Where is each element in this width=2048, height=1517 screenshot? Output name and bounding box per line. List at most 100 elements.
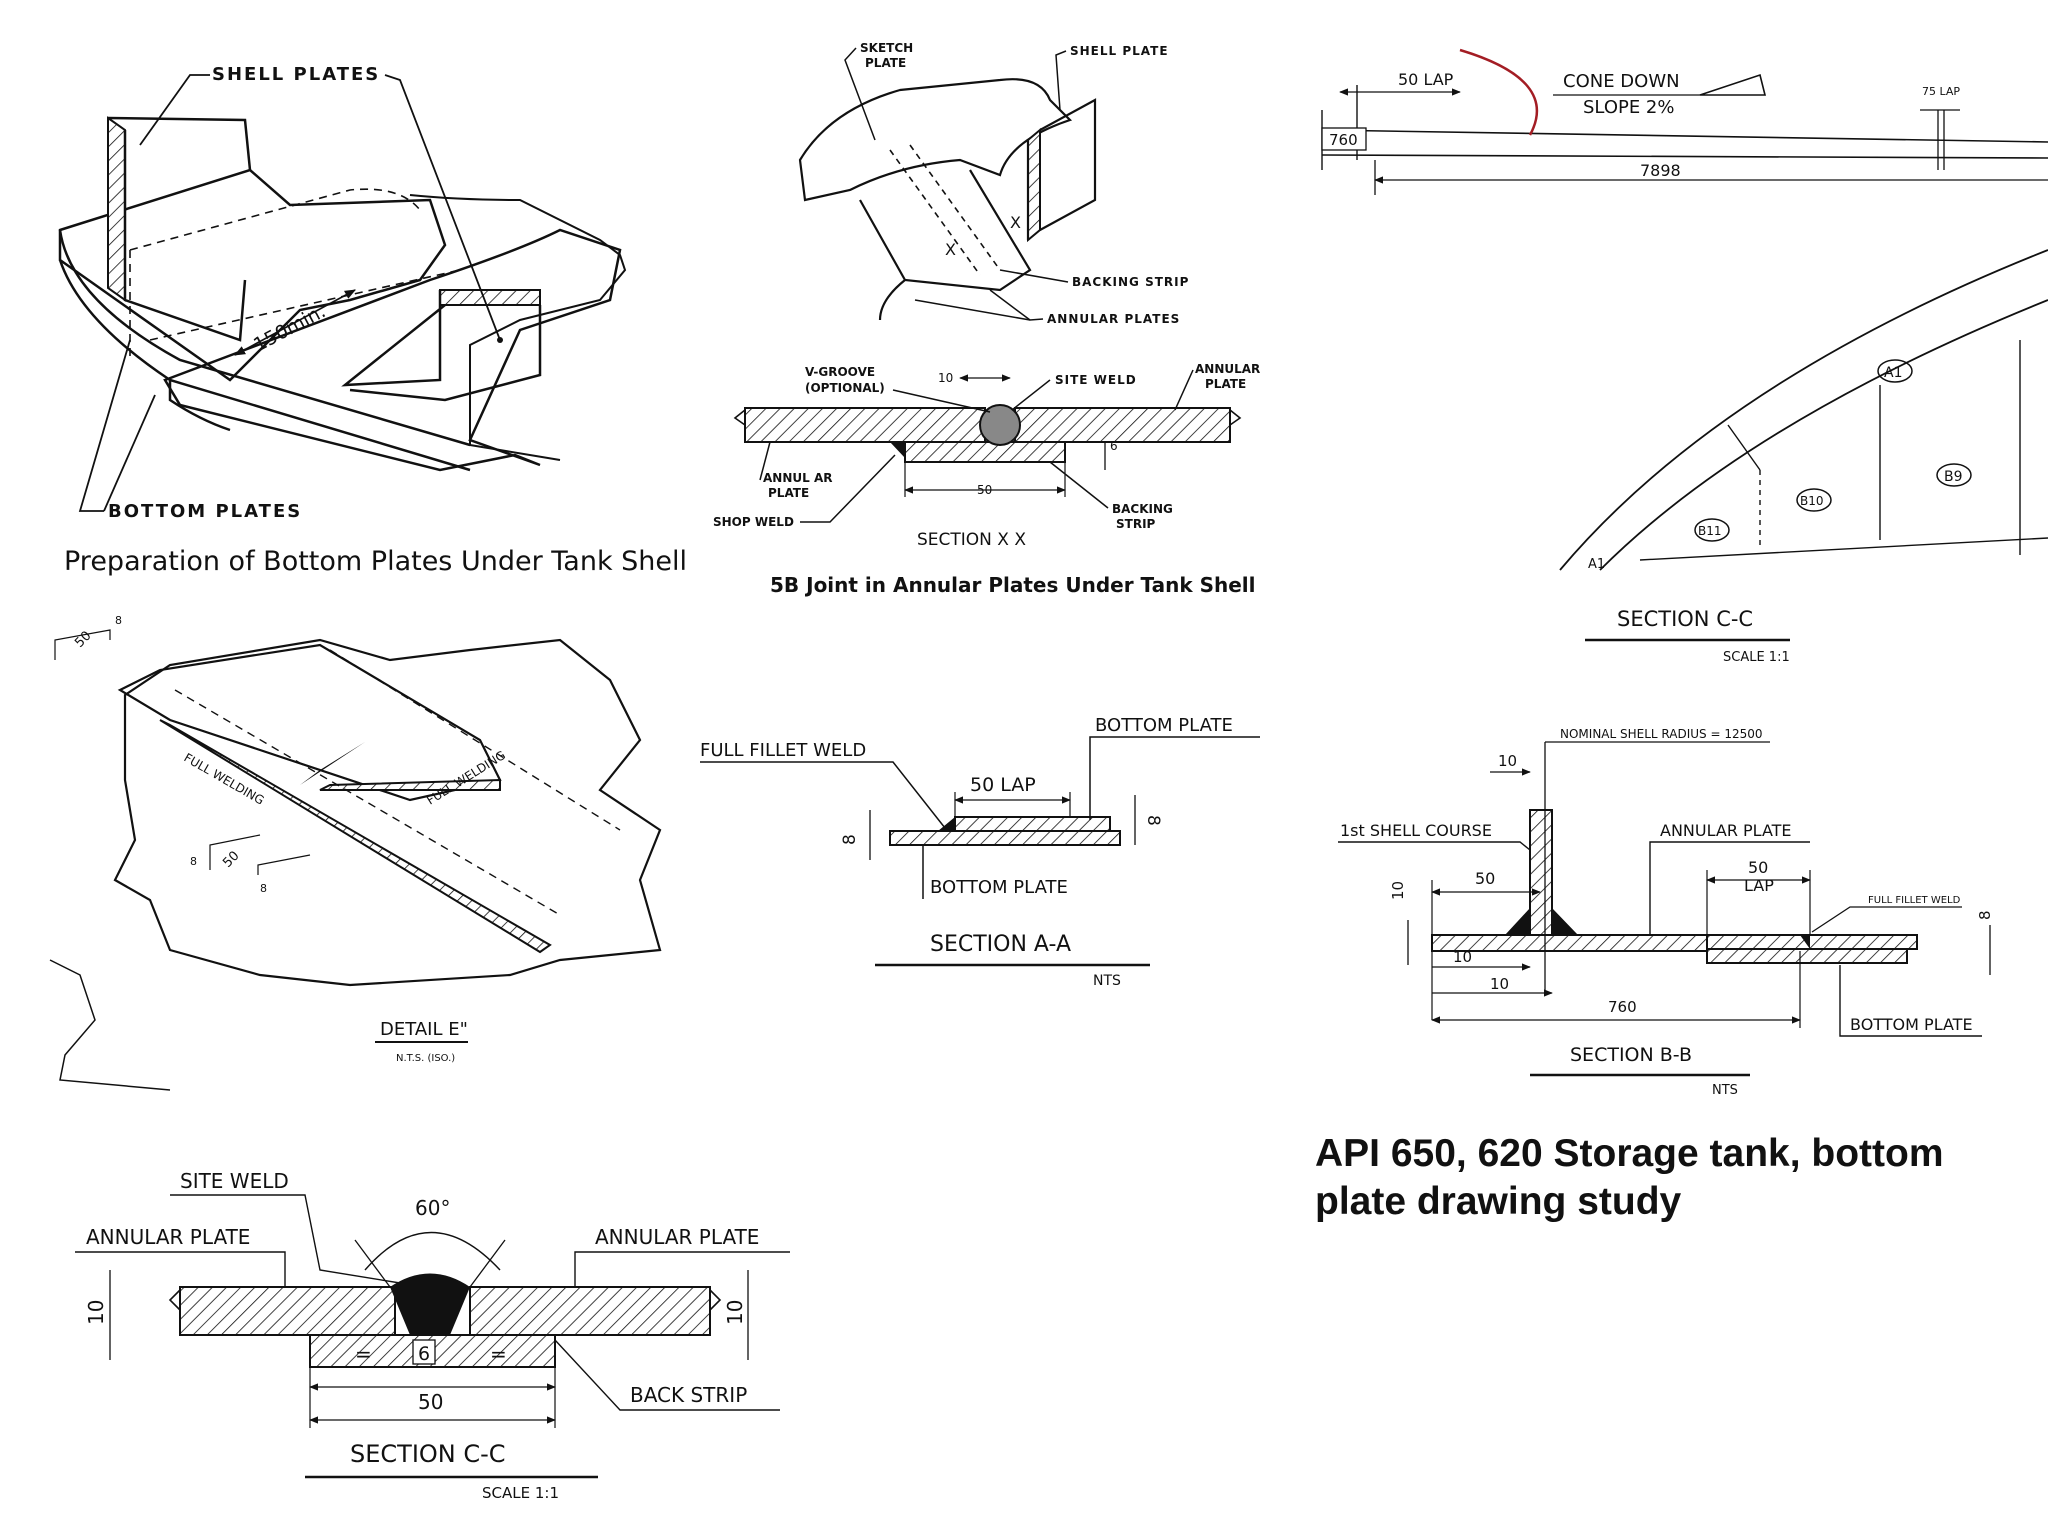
dim-150-line xyxy=(234,289,356,356)
fig-5b: X X SKETCH PLATE SHELL PLATE BACKING STR… xyxy=(713,41,1260,597)
detail-e-note: N.T.S. (ISO.) xyxy=(396,1053,455,1064)
plate-b10: B10 xyxy=(1800,494,1824,508)
detail-e: FULL WELDING FULL WELDING 50 8 8 50 8 DE… xyxy=(49,614,662,1091)
label-annular-plate-l2: PLATE xyxy=(768,486,809,500)
bb-dim-760: 760 xyxy=(1608,998,1637,1016)
label-annular-plates: ANNULAR PLATES xyxy=(1047,312,1180,326)
section-bb: NOMINAL SHELL RADIUS = 12500 10 1st SHEL… xyxy=(1338,727,1994,1098)
section-cc-top-scale: SCALE 1:1 xyxy=(1723,650,1790,665)
bb-fillet-left xyxy=(1505,908,1530,935)
cc-annular-right xyxy=(469,1286,711,1336)
aa-fillet xyxy=(938,817,955,831)
dim-6-xx: 6 xyxy=(1110,439,1118,453)
cc-site-weld-label: SITE WELD xyxy=(180,1169,289,1193)
detail-e-plate-outline xyxy=(113,638,662,987)
label-annular-plate-r2: PLATE xyxy=(1205,377,1246,391)
caption-iso-prep: Preparation of Bottom Plates Under Tank … xyxy=(64,546,687,577)
cc-dim-6: 6 xyxy=(418,1343,430,1365)
backing-strip-xx xyxy=(904,441,1066,463)
section-cc-bottom: SITE WELD 60° ANNULAR PLATE ANNULAR PLAT… xyxy=(75,1169,790,1502)
document-title: API 650, 620 Storage tank, bottom plate … xyxy=(1315,1132,1944,1223)
bb-lap-label: LAP xyxy=(1744,876,1774,895)
aa-dim-8-left: 8 xyxy=(840,834,860,845)
dim-50-b: 50 xyxy=(220,849,242,871)
bb-dim-10a: 10 xyxy=(1453,948,1472,966)
plate-b11: B11 xyxy=(1698,524,1722,538)
section-aa: FULL FILLET WELD BOTTOM PLATE 50 LAP 8 8… xyxy=(700,715,1260,989)
bottom-plate-edge xyxy=(58,229,471,472)
aa-bottom-plate-top-label: BOTTOM PLATE xyxy=(1095,715,1233,736)
label-annular-plate-l1: ANNUL AR xyxy=(763,471,832,485)
bottom-plate-large xyxy=(163,228,622,472)
cc-eq-2: = xyxy=(490,1342,507,1366)
bb-first-shell-label: 1st SHELL COURSE xyxy=(1340,821,1492,840)
label-sketch-plate-2: PLATE xyxy=(865,56,906,70)
bb-bottom-plate xyxy=(1706,934,1918,950)
shell-plate-iso xyxy=(1027,127,1041,243)
plate-a1: A1 xyxy=(1884,365,1902,381)
cc-dim-50: 50 xyxy=(418,1390,443,1414)
bb-annular-label: ANNULAR PLATE xyxy=(1660,821,1792,840)
slope-triangle xyxy=(1699,73,1767,96)
detail-e-title: DETAIL E" xyxy=(380,1019,468,1040)
label-bottom-plates: BOTTOM PLATES xyxy=(108,501,302,522)
bb-dim-10-left: 10 xyxy=(1389,881,1407,900)
cc-annular-right-label: ANNULAR PLATE xyxy=(595,1225,759,1249)
lap-50-label: 50 LAP xyxy=(1398,70,1454,89)
detail-e-band-2 xyxy=(319,778,501,791)
detail-e-fillet xyxy=(300,742,365,785)
backing-strip-iso xyxy=(889,144,1001,276)
dim-760-top: 760 xyxy=(1329,131,1358,149)
bb-fillet-right xyxy=(1552,908,1578,935)
cone-arc xyxy=(1459,48,1539,136)
label-sketch-plate: SKETCH xyxy=(860,41,913,55)
annular-plate-right-xx xyxy=(1014,407,1231,443)
aa-full-fillet-label: FULL FILLET WELD xyxy=(700,740,866,761)
label-vgroove: V-GROOVE xyxy=(805,365,875,379)
shell-plate-left xyxy=(107,116,126,302)
shell-plate-right-face xyxy=(341,290,542,402)
plate-b9: B9 xyxy=(1944,469,1963,485)
sketch-plate xyxy=(798,78,1073,202)
bb-radius-note: NOMINAL SHELL RADIUS = 12500 xyxy=(1560,727,1763,741)
label-shell-plates: SHELL PLATES xyxy=(212,64,380,85)
bb-dim-50: 50 xyxy=(1475,869,1495,888)
aa-dim-8-right: 8 xyxy=(1143,815,1163,826)
cone-down-label: CONE DOWN xyxy=(1563,71,1680,92)
iso-bottom-plates-figure: 150min. SHELL PLATES BOTTOM PLATES Prepa… xyxy=(58,64,687,577)
bb-full-fillet-label: FULL FILLET WELD xyxy=(1868,895,1961,906)
cc-dim-10-right: 10 xyxy=(723,1300,747,1325)
dim-8-c: 8 xyxy=(260,882,267,895)
bb-shell-course xyxy=(1529,809,1553,936)
section-xx-title: SECTION X X xyxy=(917,530,1026,550)
leader-shell-1 xyxy=(139,74,210,146)
bb-title: SECTION B-B xyxy=(1570,1044,1692,1066)
shell-plate-right xyxy=(439,289,541,306)
bb-bottom-plate-lower xyxy=(1706,948,1908,964)
x-mark-2: X xyxy=(1010,213,1021,232)
label-site-weld-xx: SITE WELD xyxy=(1055,373,1137,387)
cc-scale: SCALE 1:1 xyxy=(482,1484,559,1502)
leader-bottom-1 xyxy=(78,339,131,512)
cc-dim-10-left: 10 xyxy=(84,1300,108,1325)
label-shop-weld: SHOP WELD xyxy=(713,515,794,529)
slope-label: SLOPE 2% xyxy=(1583,97,1675,118)
aa-bottom-plate-bottom-label: BOTTOM PLATE xyxy=(930,877,1068,898)
dim-8-b: 8 xyxy=(190,855,197,868)
section-cc-top-title: SECTION C-C xyxy=(1617,607,1753,631)
shop-weld-xx xyxy=(890,442,905,458)
detail-e-band-1 xyxy=(159,719,552,954)
site-weld-bead xyxy=(979,404,1021,446)
annular-plate-iso xyxy=(859,169,1032,321)
aa-top-plate xyxy=(954,816,1111,832)
aa-nts: NTS xyxy=(1093,973,1121,989)
bb-dim-10b: 10 xyxy=(1490,975,1509,993)
label-backing-strip-xx-2: STRIP xyxy=(1116,517,1156,531)
bb-nts: NTS xyxy=(1712,1083,1738,1098)
cc-angle-label: 60° xyxy=(415,1196,450,1220)
full-welding-2: FULL WELDING xyxy=(424,748,508,808)
cc-title: SECTION C-C xyxy=(350,1440,506,1468)
aa-bottom-plate xyxy=(889,830,1121,846)
cc-annular-left-label: ANNULAR PLATE xyxy=(86,1225,250,1249)
